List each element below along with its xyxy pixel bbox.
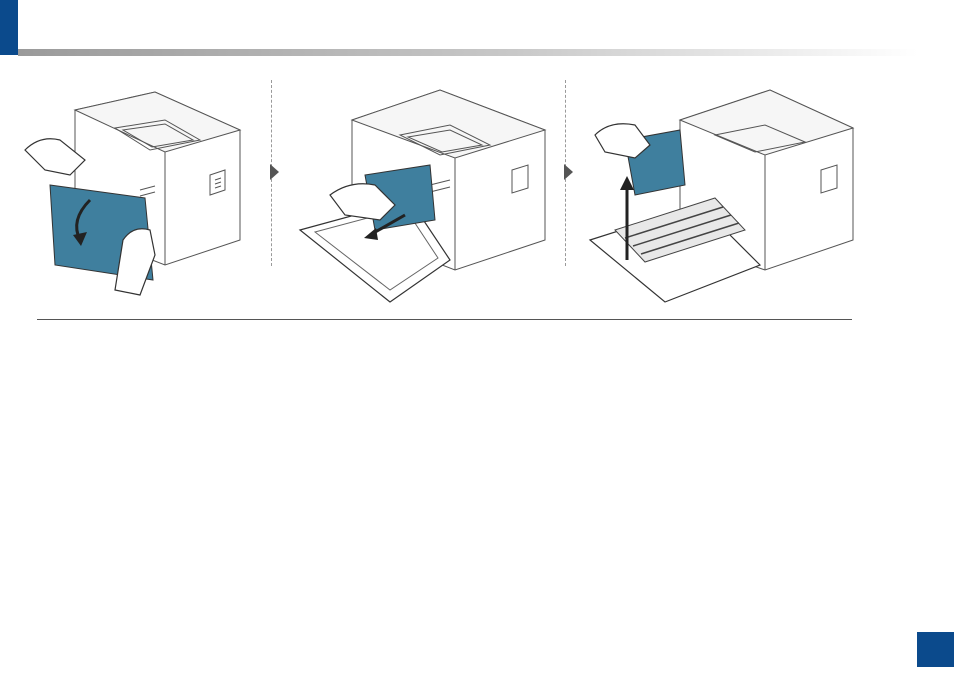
step-2-illustration <box>290 80 555 306</box>
step-1-illustration <box>15 80 265 306</box>
printer-open-cover-drawing <box>15 80 265 306</box>
header-accent-tab <box>0 0 18 55</box>
step-arrow-icon <box>564 164 573 180</box>
step-3-illustration <box>585 80 860 306</box>
step-arrow-icon <box>270 164 279 180</box>
page-number-badge <box>917 632 954 667</box>
header-rule <box>18 49 918 56</box>
printer-tray-out-drawing <box>290 80 555 306</box>
figure-bottom-rule <box>37 319 852 320</box>
instruction-figure <box>0 80 954 320</box>
printer-cartridge-removal-drawing <box>585 80 860 306</box>
